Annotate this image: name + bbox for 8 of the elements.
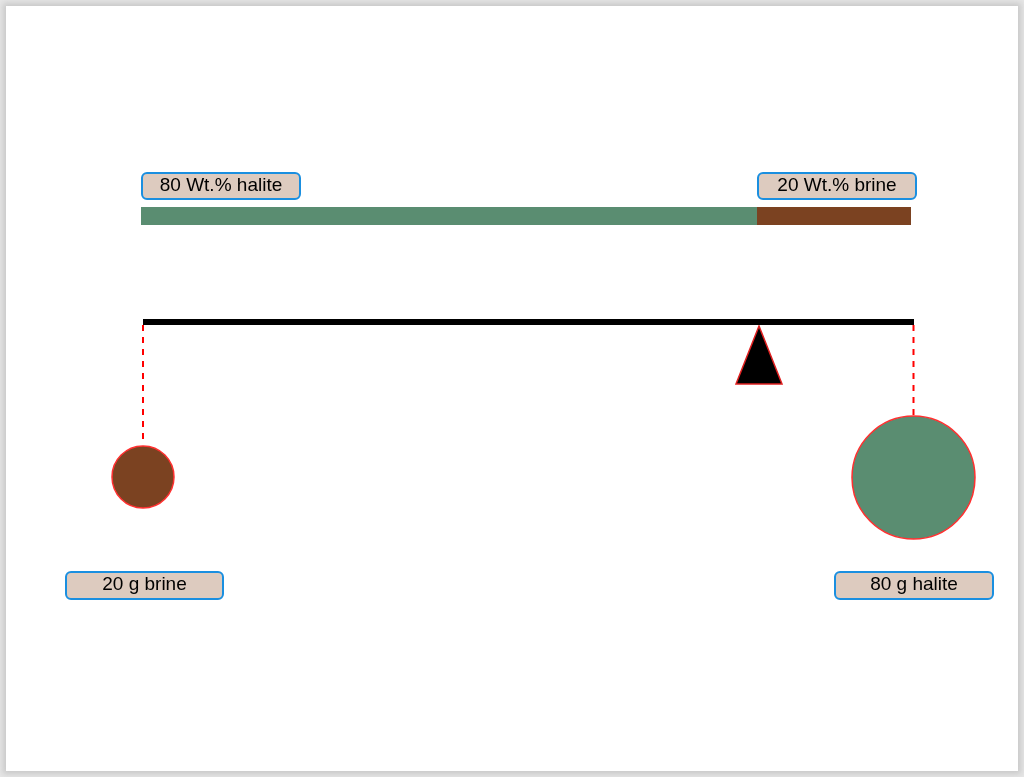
weight-circle: [851, 415, 976, 540]
lever-beam: [143, 319, 914, 325]
label-box: 20 Wt.% brine: [757, 172, 917, 200]
label-box: 20 g brine: [65, 571, 224, 600]
label-box: 80 g halite: [834, 571, 994, 600]
label-box: 80 Wt.% halite: [141, 172, 301, 200]
hanging-line: [912, 324, 915, 416]
weight-circle: [111, 445, 175, 509]
